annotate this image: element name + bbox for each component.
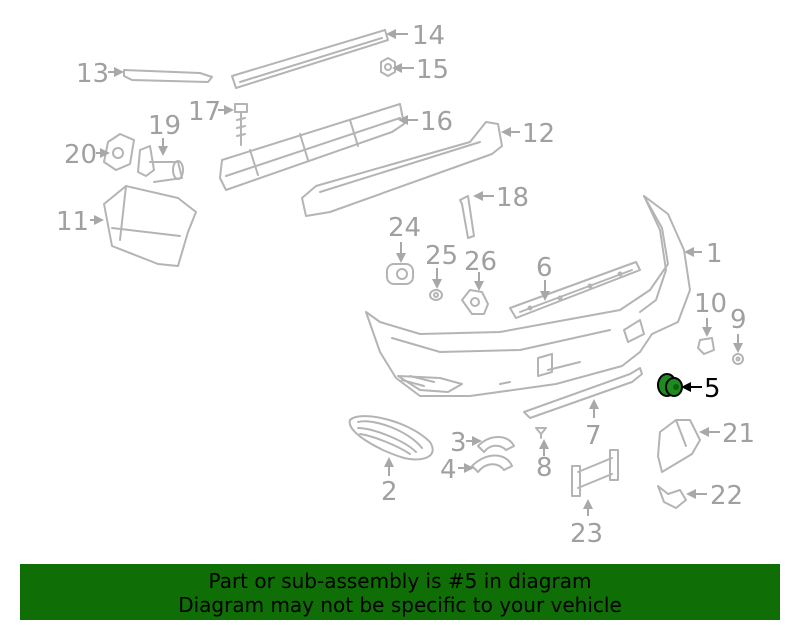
callout-21-label: 21 bbox=[722, 419, 755, 449]
part-17-bolt[interactable] bbox=[234, 103, 248, 146]
callout-14-label: 14 bbox=[412, 21, 445, 51]
callout-26-label: 26 bbox=[464, 247, 497, 277]
part-4-trim[interactable] bbox=[471, 454, 513, 473]
part-15-nut[interactable] bbox=[380, 57, 396, 77]
callout-12: 12 bbox=[501, 119, 555, 149]
banner-line-2: Diagram may not be specific to your vehi… bbox=[178, 593, 622, 617]
callout-23: 23 bbox=[570, 499, 603, 549]
callout-18-label: 18 bbox=[496, 183, 529, 213]
part-8-clip[interactable] bbox=[535, 427, 547, 439]
callout-13-label: 13 bbox=[76, 59, 109, 89]
callout-22-label: 22 bbox=[710, 481, 743, 511]
part-11-housing[interactable] bbox=[103, 185, 197, 267]
callout-19-label: 19 bbox=[148, 111, 181, 141]
callout-16-label: 16 bbox=[420, 107, 453, 137]
callout-13: 13 bbox=[76, 59, 124, 89]
part-23-bracket[interactable] bbox=[571, 449, 619, 497]
part-14-reinforcement-strip[interactable] bbox=[231, 29, 389, 89]
callout-2-label: 2 bbox=[381, 477, 398, 507]
callout-24-label: 24 bbox=[388, 213, 421, 243]
part-19-bracket[interactable] bbox=[137, 145, 184, 183]
part-1-bumper-cover[interactable] bbox=[365, 195, 691, 397]
parts-diagram: 14 13 15 16 17 bbox=[56, 21, 755, 549]
part-2-grille[interactable] bbox=[348, 415, 434, 461]
callout-8: 8 bbox=[536, 439, 553, 483]
part-20-gasket[interactable] bbox=[103, 133, 135, 171]
callout-5: 5 bbox=[681, 374, 721, 404]
callout-19: 19 bbox=[148, 111, 181, 156]
callout-4-label: 4 bbox=[440, 455, 457, 485]
callout-2: 2 bbox=[381, 457, 398, 507]
callout-8-label: 8 bbox=[536, 453, 553, 483]
callout-5-label: 5 bbox=[704, 374, 721, 404]
callout-25: 25 bbox=[425, 241, 458, 289]
part-22-clip[interactable] bbox=[657, 485, 687, 509]
part-9-washer[interactable] bbox=[732, 353, 744, 365]
callout-7-label: 7 bbox=[585, 421, 602, 451]
callout-11: 11 bbox=[56, 207, 104, 237]
callout-11-label: 11 bbox=[56, 207, 89, 237]
part-10-nut[interactable] bbox=[697, 337, 715, 355]
callout-12-label: 12 bbox=[522, 119, 555, 149]
banner-line-1: Part or sub-assembly is #5 in diagram bbox=[208, 569, 592, 593]
callout-10-label: 10 bbox=[694, 289, 727, 319]
callout-6: 6 bbox=[536, 253, 553, 301]
part-3-trim[interactable] bbox=[477, 436, 515, 453]
callout-9: 9 bbox=[730, 305, 747, 353]
part-5-highlighted[interactable] bbox=[657, 373, 683, 397]
callout-21: 21 bbox=[699, 419, 755, 449]
callout-10: 10 bbox=[694, 289, 727, 337]
part-25-grommet[interactable] bbox=[429, 289, 443, 301]
part-7-lower-strip[interactable] bbox=[523, 367, 643, 419]
callout-24: 24 bbox=[388, 213, 421, 263]
callout-23-label: 23 bbox=[570, 519, 603, 549]
part-13-trim-strip[interactable] bbox=[123, 69, 213, 83]
notice-banner: Part or sub-assembly is #5 in diagram Di… bbox=[20, 564, 780, 620]
part-24-sensor[interactable] bbox=[386, 263, 414, 285]
callout-1: 1 bbox=[684, 239, 723, 269]
callout-15-label: 15 bbox=[416, 55, 449, 85]
callout-22: 22 bbox=[686, 481, 743, 511]
callout-17-label: 17 bbox=[188, 97, 221, 127]
callout-14: 14 bbox=[386, 21, 445, 51]
part-12-energy-absorber[interactable] bbox=[301, 121, 503, 217]
callout-20-label: 20 bbox=[64, 140, 97, 170]
part-6-upper-strip[interactable] bbox=[509, 261, 641, 319]
callout-4: 4 bbox=[440, 455, 474, 485]
callout-3-label: 3 bbox=[450, 428, 467, 458]
callout-18: 18 bbox=[473, 183, 529, 213]
callout-3: 3 bbox=[450, 428, 482, 458]
callout-16: 16 bbox=[398, 107, 453, 137]
part-26-sensor-bracket[interactable] bbox=[461, 289, 489, 315]
part-18-bracket-strip[interactable] bbox=[459, 195, 475, 239]
callout-15: 15 bbox=[392, 55, 449, 85]
part-21-side-housing[interactable] bbox=[657, 419, 701, 473]
callout-25-label: 25 bbox=[425, 241, 458, 271]
callout-20: 20 bbox=[64, 140, 110, 170]
callout-17: 17 bbox=[188, 97, 234, 127]
callout-9-label: 9 bbox=[730, 305, 747, 335]
part-16-impact-beam[interactable] bbox=[219, 103, 405, 191]
callout-26: 26 bbox=[464, 247, 497, 291]
callout-6-label: 6 bbox=[536, 253, 553, 283]
callout-7: 7 bbox=[585, 399, 602, 451]
callout-1-label: 1 bbox=[706, 239, 723, 269]
